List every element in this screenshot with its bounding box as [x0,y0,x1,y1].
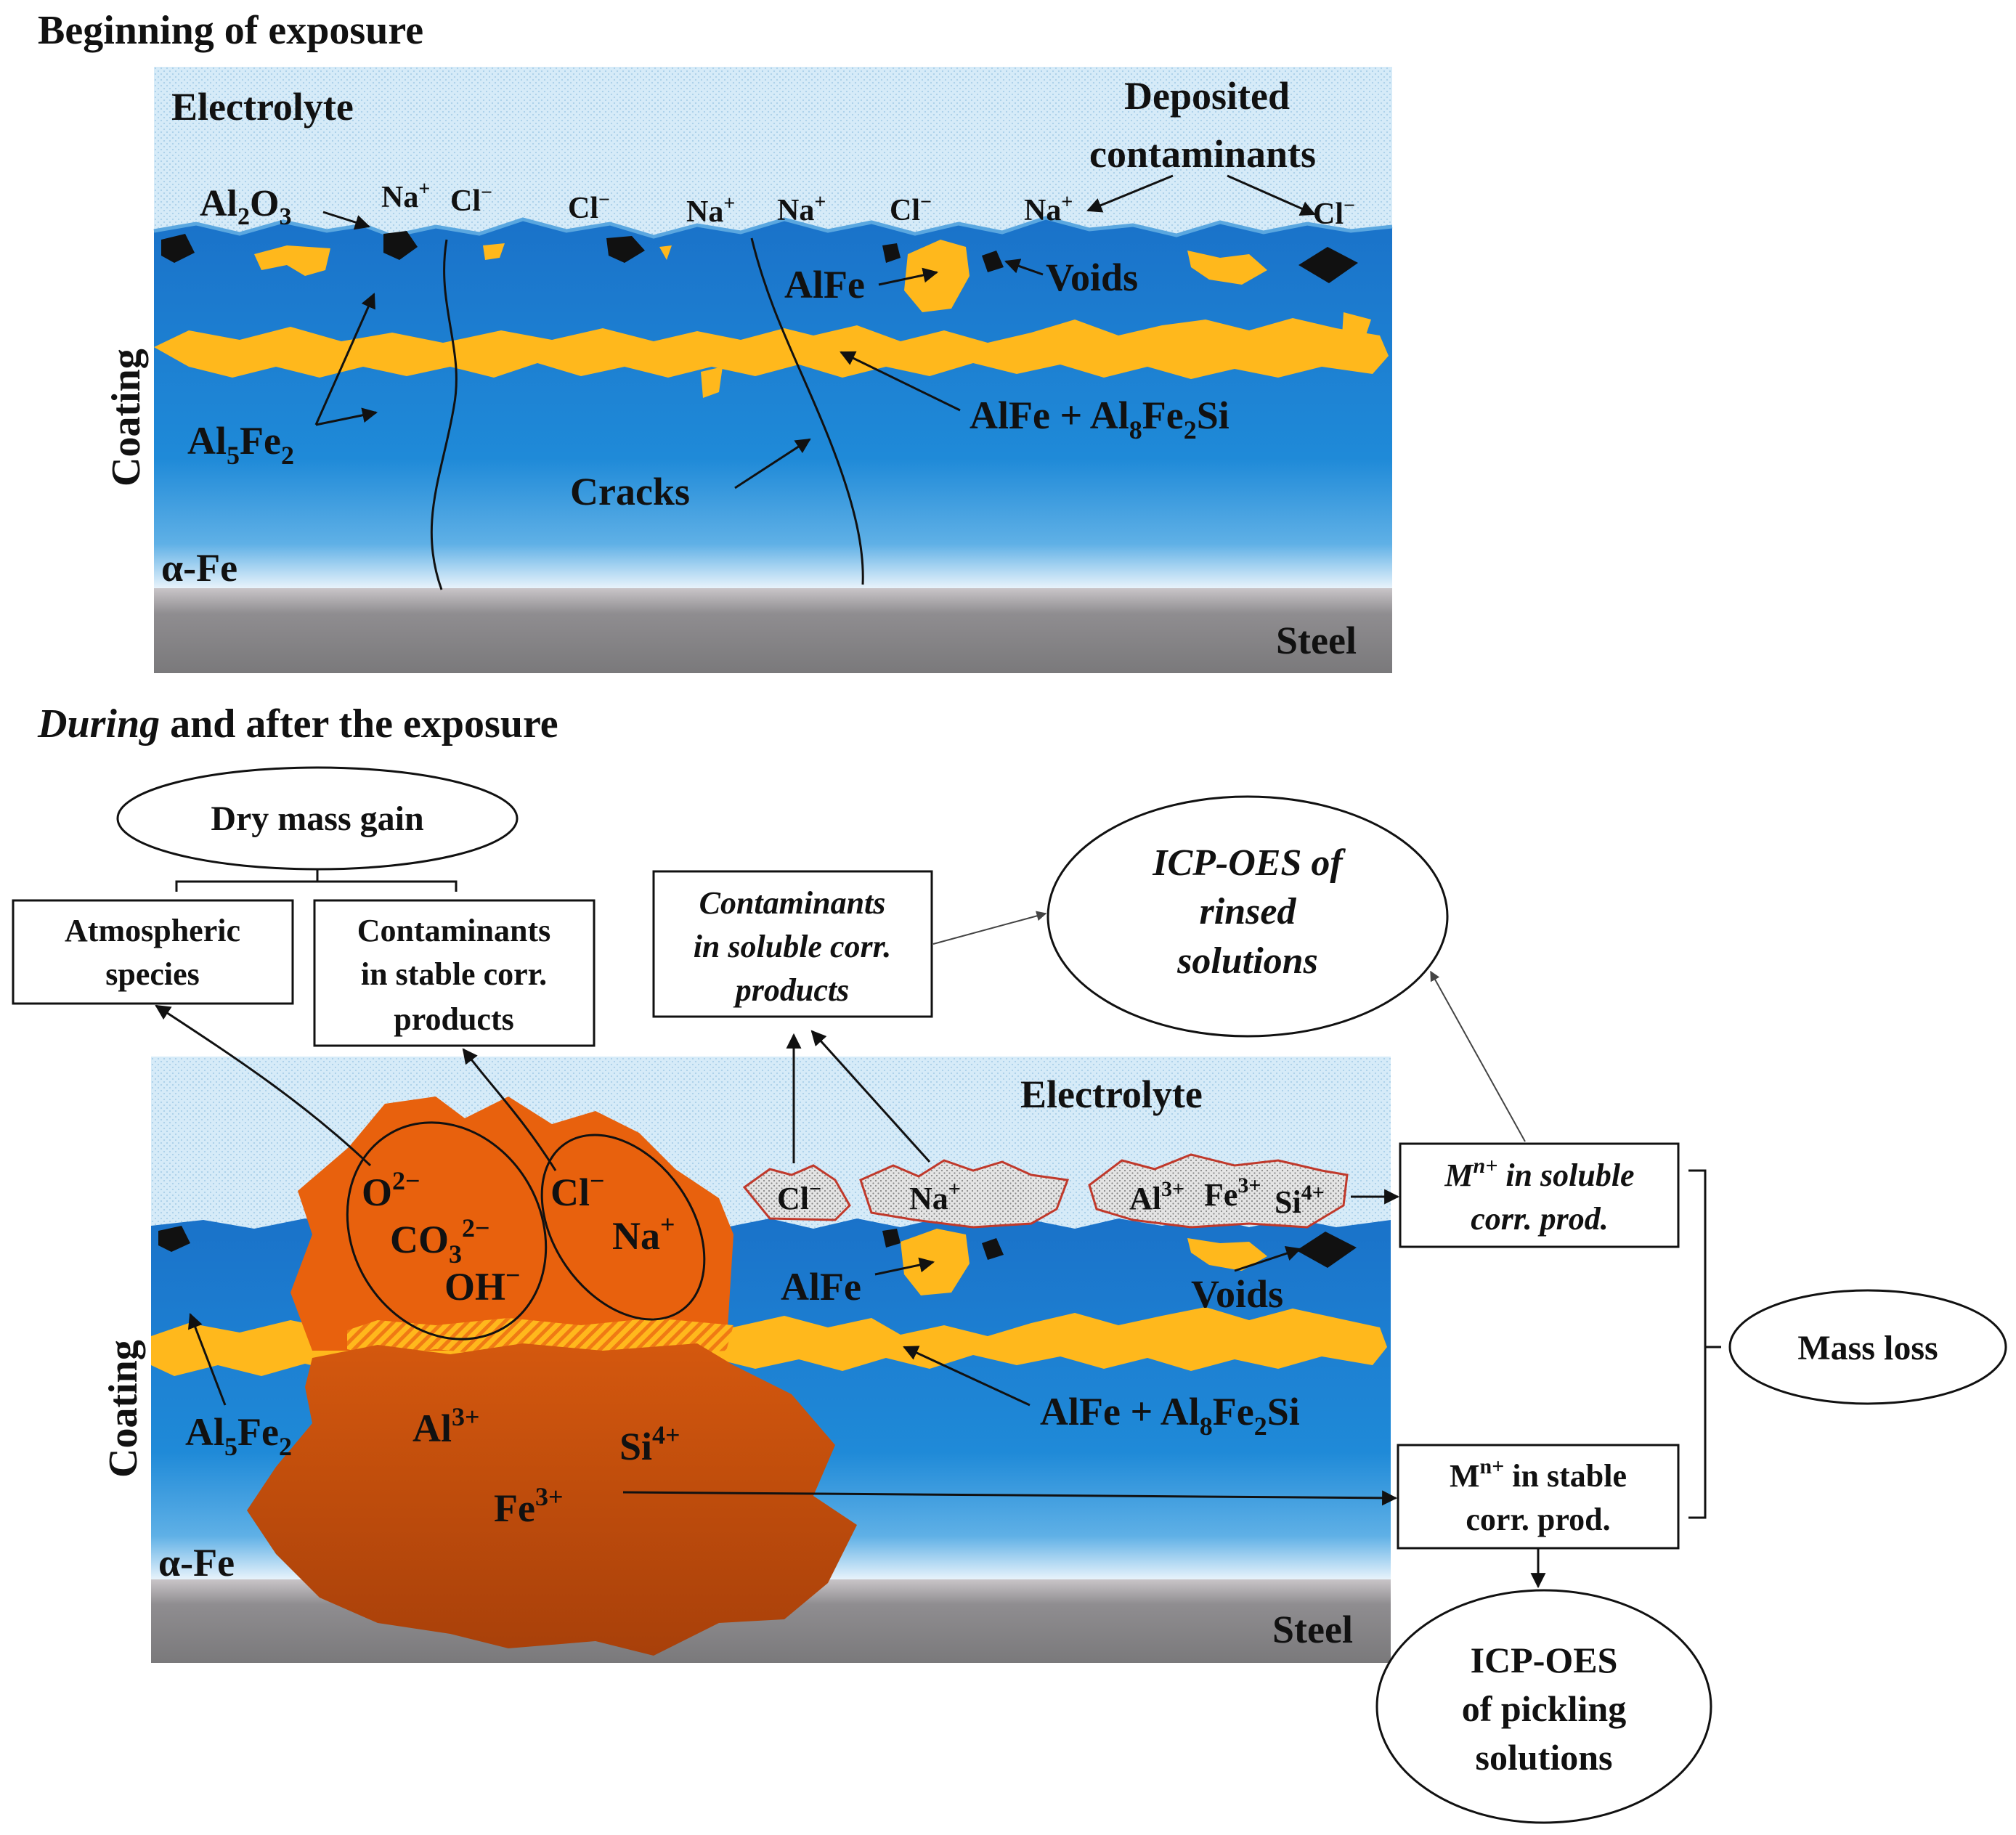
anion-ellipse [346,1121,548,1340]
al2o3-label: Al2O3 [200,183,291,230]
icp-rinsed-ellipse [1046,795,1449,1038]
svg-text:Cl−: Cl− [890,191,932,227]
top-electrolyte-label: Electrolyte [171,85,354,129]
icp-rinsed-line3: solutions [1176,940,1318,982]
contaminants-stable-line1: Contaminants [357,913,551,948]
svg-text:Fe3+: Fe3+ [1204,1173,1261,1213]
mn-stable-line1: Mn+ in stable [1450,1454,1627,1494]
icp-rinsed-line1: ICP-OES of [1152,842,1346,884]
contaminants-stable-line2: in stable corr. [361,956,547,992]
top-alfe-label: AlFe [784,263,865,306]
top-ions: Na+ Cl− Cl− Na+ Na+ Cl− Na+ Cl− [381,178,1355,231]
icp-pickling-line2: of pickling [1462,1688,1626,1729]
svg-text:Na+: Na+ [777,191,826,227]
svg-text:Na+: Na+ [381,178,430,214]
icp-pickling-ellipse [1375,1589,1712,1824]
top-alpha-fe-label: α-Fe [161,546,237,590]
mn-stable-line2: corr. prod. [1466,1502,1610,1537]
svg-text:AlFe + Al8Fe2Si: AlFe + Al8Fe2Si [970,394,1229,444]
svg-text:AlFe + Al8Fe2Si: AlFe + Al8Fe2Si [1040,1390,1300,1441]
mn-soluble-line2: corr. prod. [1471,1201,1608,1237]
soluble-piece-metal [1088,1153,1349,1229]
contaminants-soluble-line1: Contaminants [699,885,886,921]
bottom-alfe-al8fe2si-label: AlFe + Al8Fe2Si [1040,1390,1300,1441]
svg-text:Al5Fe2: Al5Fe2 [185,1410,292,1461]
top-heading: Beginning of exposure [38,8,423,53]
icp-pickling-line1: ICP-OES [1471,1640,1618,1680]
bottom-steel-label: Steel [1272,1608,1353,1651]
svg-text:Cl−: Cl− [777,1177,821,1216]
svg-text:Al3+: Al3+ [412,1402,480,1450]
icp-pickling-line3: solutions [1476,1737,1613,1778]
contaminants-stable-box [313,899,596,1047]
deposited-label-1: Deposited [1124,74,1290,118]
bottom-heading: During and after the exposure [37,701,558,746]
atmospheric-species-line1: Atmospheric [65,913,240,948]
bottom-alfe-label: AlFe [781,1265,861,1309]
top-cross-section [153,67,1393,673]
atmospheric-species-line2: species [105,956,200,992]
contaminants-soluble-line3: products [733,972,849,1008]
soluble-piece-na [859,1159,1070,1229]
top-al5fe2-label: Al5Fe2 [187,419,294,470]
bottom-cross-section [151,1057,1391,1663]
top-steel-label: Steel [1276,619,1357,662]
mn-stable-box [1397,1444,1680,1550]
mass-loss-label: Mass loss [1797,1329,1938,1367]
top-voids-label: Voids [1046,256,1138,299]
anion-labels: O2− CO32− OH− [362,1166,521,1309]
atmospheric-species-box [12,899,294,1005]
bottom-voids-label: Voids [1191,1272,1283,1316]
top-alfe-al8fe2si-label: AlFe + Al8Fe2Si [970,394,1229,444]
dry-mass-gain-label: Dry mass gain [211,799,423,838]
metal-ion-labels: Al3+ Si4+ Fe3+ [412,1402,680,1530]
bottom-coating-label: Coating [101,1340,146,1478]
contaminant-ion-ellipse [540,1134,706,1321]
contaminants-soluble-line2: in soluble corr. [694,929,892,964]
bottom-electrolyte-label: Electrolyte [1020,1073,1203,1116]
bottom-al5fe2-label: Al5Fe2 [185,1410,292,1461]
contaminants-soluble-box [652,870,933,1018]
contaminants-stable-line3: products [394,1001,513,1037]
mass-loss-ellipse [1728,1289,2007,1405]
svg-text:Al5Fe2: Al5Fe2 [187,419,294,470]
mn-soluble-line1: Mn+ in soluble [1444,1154,1634,1193]
soluble-piece-cl [742,1164,851,1221]
cracks-label: Cracks [570,470,690,513]
bottom-alpha-fe-label: α-Fe [158,1541,235,1584]
top-coating-label: Coating [104,349,149,487]
icp-rinsed-line2: rinsed [1200,891,1297,932]
svg-text:Al2O3: Al2O3 [200,183,291,230]
mn-soluble-box [1399,1142,1680,1248]
deposited-label-2: contaminants [1089,132,1316,176]
